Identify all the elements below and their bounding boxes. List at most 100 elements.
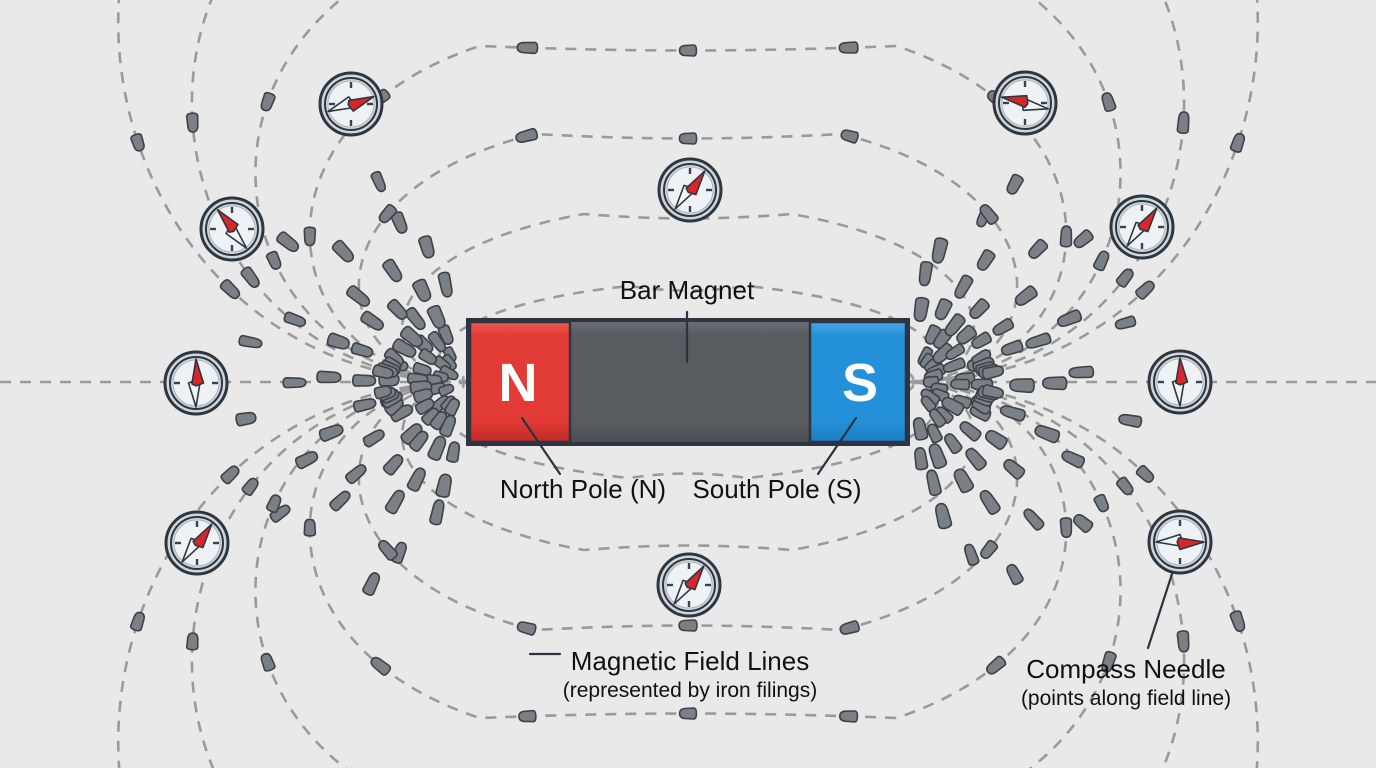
iron-filing-body bbox=[1056, 309, 1083, 328]
iron-filing bbox=[950, 378, 971, 391]
iron-filing bbox=[1229, 610, 1246, 633]
iron-filing-body bbox=[969, 298, 990, 320]
iron-filing bbox=[303, 226, 317, 247]
iron-filing bbox=[944, 313, 966, 337]
iron-filing-body bbox=[1118, 413, 1143, 428]
south-pole-letter: S bbox=[842, 353, 878, 413]
iron-filing bbox=[1101, 92, 1117, 113]
iron-filing-body bbox=[838, 41, 859, 54]
compass-top-center[interactable] bbox=[657, 157, 723, 223]
iron-filing-body bbox=[840, 129, 859, 144]
iron-filing bbox=[976, 249, 996, 271]
iron-filing-body bbox=[516, 621, 537, 636]
iron-filing-body bbox=[920, 388, 941, 407]
iron-filing-body bbox=[1135, 280, 1155, 300]
iron-filing-body bbox=[1101, 92, 1117, 113]
iron-filing bbox=[935, 502, 953, 530]
compass-bezel bbox=[205, 202, 259, 256]
compass-bezel bbox=[1153, 355, 1207, 409]
label-compass-needle: Compass Needle bbox=[1026, 654, 1225, 684]
compass-lower-left[interactable] bbox=[164, 510, 230, 576]
iron-filing-body bbox=[427, 330, 447, 353]
iron-filing bbox=[346, 285, 371, 307]
iron-filing bbox=[406, 467, 426, 492]
iron-filing bbox=[1073, 513, 1094, 534]
iron-filing-body bbox=[986, 655, 1007, 675]
iron-filing bbox=[318, 424, 344, 442]
iron-filing-body bbox=[399, 325, 424, 348]
iron-filing-body bbox=[926, 423, 943, 444]
iron-filing-body bbox=[1003, 458, 1026, 480]
iron-filing bbox=[282, 377, 307, 389]
iron-filing bbox=[920, 388, 941, 407]
iron-filing-body bbox=[839, 620, 860, 635]
north-pole-block bbox=[468, 320, 572, 444]
iron-filing-body bbox=[992, 317, 1015, 336]
iron-filing-body bbox=[370, 170, 386, 193]
iron-filing-body bbox=[1006, 563, 1024, 586]
leader-line-south-pole bbox=[816, 416, 858, 476]
compass-needle-north bbox=[1176, 537, 1205, 551]
compass-mid-right[interactable] bbox=[1147, 349, 1213, 415]
iron-filing bbox=[378, 539, 398, 561]
iron-filing bbox=[944, 433, 963, 455]
compass-upper-right[interactable] bbox=[1109, 194, 1175, 260]
iron-filing-body bbox=[515, 127, 539, 143]
iron-filing bbox=[1101, 650, 1117, 673]
iron-filing-body bbox=[219, 279, 241, 300]
compass-top-right[interactable] bbox=[992, 70, 1058, 136]
iron-filing-body bbox=[260, 91, 276, 112]
compass-top-left[interactable] bbox=[318, 71, 384, 137]
iron-filing bbox=[999, 405, 1026, 422]
iron-filing-body bbox=[412, 278, 432, 303]
iron-filing-body bbox=[294, 451, 319, 470]
iron-filing-body bbox=[1028, 238, 1049, 259]
iron-filing bbox=[443, 397, 461, 417]
iron-filing bbox=[362, 572, 381, 596]
iron-filing bbox=[386, 298, 408, 320]
iron-filing bbox=[981, 365, 1005, 380]
iron-filing-body bbox=[265, 250, 282, 270]
iron-filing-body bbox=[378, 203, 398, 224]
iron-filing bbox=[965, 447, 987, 471]
field-line bbox=[254, 380, 1122, 768]
compass-mid-left[interactable] bbox=[163, 350, 229, 416]
iron-filing-body bbox=[326, 332, 350, 350]
iron-filing-body bbox=[999, 405, 1026, 422]
iron-filing bbox=[414, 398, 435, 416]
iron-filing-body bbox=[979, 489, 1001, 515]
iron-filing bbox=[1118, 413, 1143, 428]
iron-filing bbox=[1176, 630, 1190, 653]
iron-filing-body bbox=[269, 504, 291, 523]
iron-filing-body bbox=[130, 133, 145, 152]
compass-upper-left[interactable] bbox=[199, 196, 265, 262]
compass-lower-right[interactable] bbox=[1147, 509, 1213, 575]
compass-bottom-mid[interactable] bbox=[656, 552, 722, 618]
iron-filing bbox=[1006, 563, 1024, 586]
iron-filing bbox=[932, 342, 955, 364]
iron-filing-body bbox=[235, 411, 257, 427]
iron-filing bbox=[959, 421, 982, 442]
iron-filing-body bbox=[282, 377, 307, 389]
iron-filing bbox=[392, 338, 417, 358]
compass-needle-north bbox=[216, 209, 239, 234]
iron-filing-body bbox=[303, 226, 317, 247]
iron-filing bbox=[185, 632, 199, 651]
iron-filing-body bbox=[980, 539, 999, 560]
iron-filing-body bbox=[965, 447, 987, 471]
iron-filing bbox=[362, 429, 385, 448]
iron-filing-body bbox=[429, 499, 445, 526]
compass-needle-north bbox=[192, 523, 213, 549]
iron-filing-body bbox=[1073, 513, 1094, 534]
iron-filing bbox=[979, 489, 1001, 515]
iron-filing bbox=[276, 231, 300, 253]
iron-filing-body bbox=[260, 652, 276, 672]
iron-filing bbox=[418, 348, 438, 365]
compass-needle bbox=[187, 358, 205, 408]
iron-filing-body bbox=[932, 342, 955, 364]
compass-needle bbox=[216, 209, 248, 249]
compass-needle-north bbox=[191, 358, 205, 387]
iron-filing bbox=[260, 91, 276, 112]
iron-filings-group bbox=[129, 41, 1246, 723]
iron-filing bbox=[382, 454, 404, 476]
